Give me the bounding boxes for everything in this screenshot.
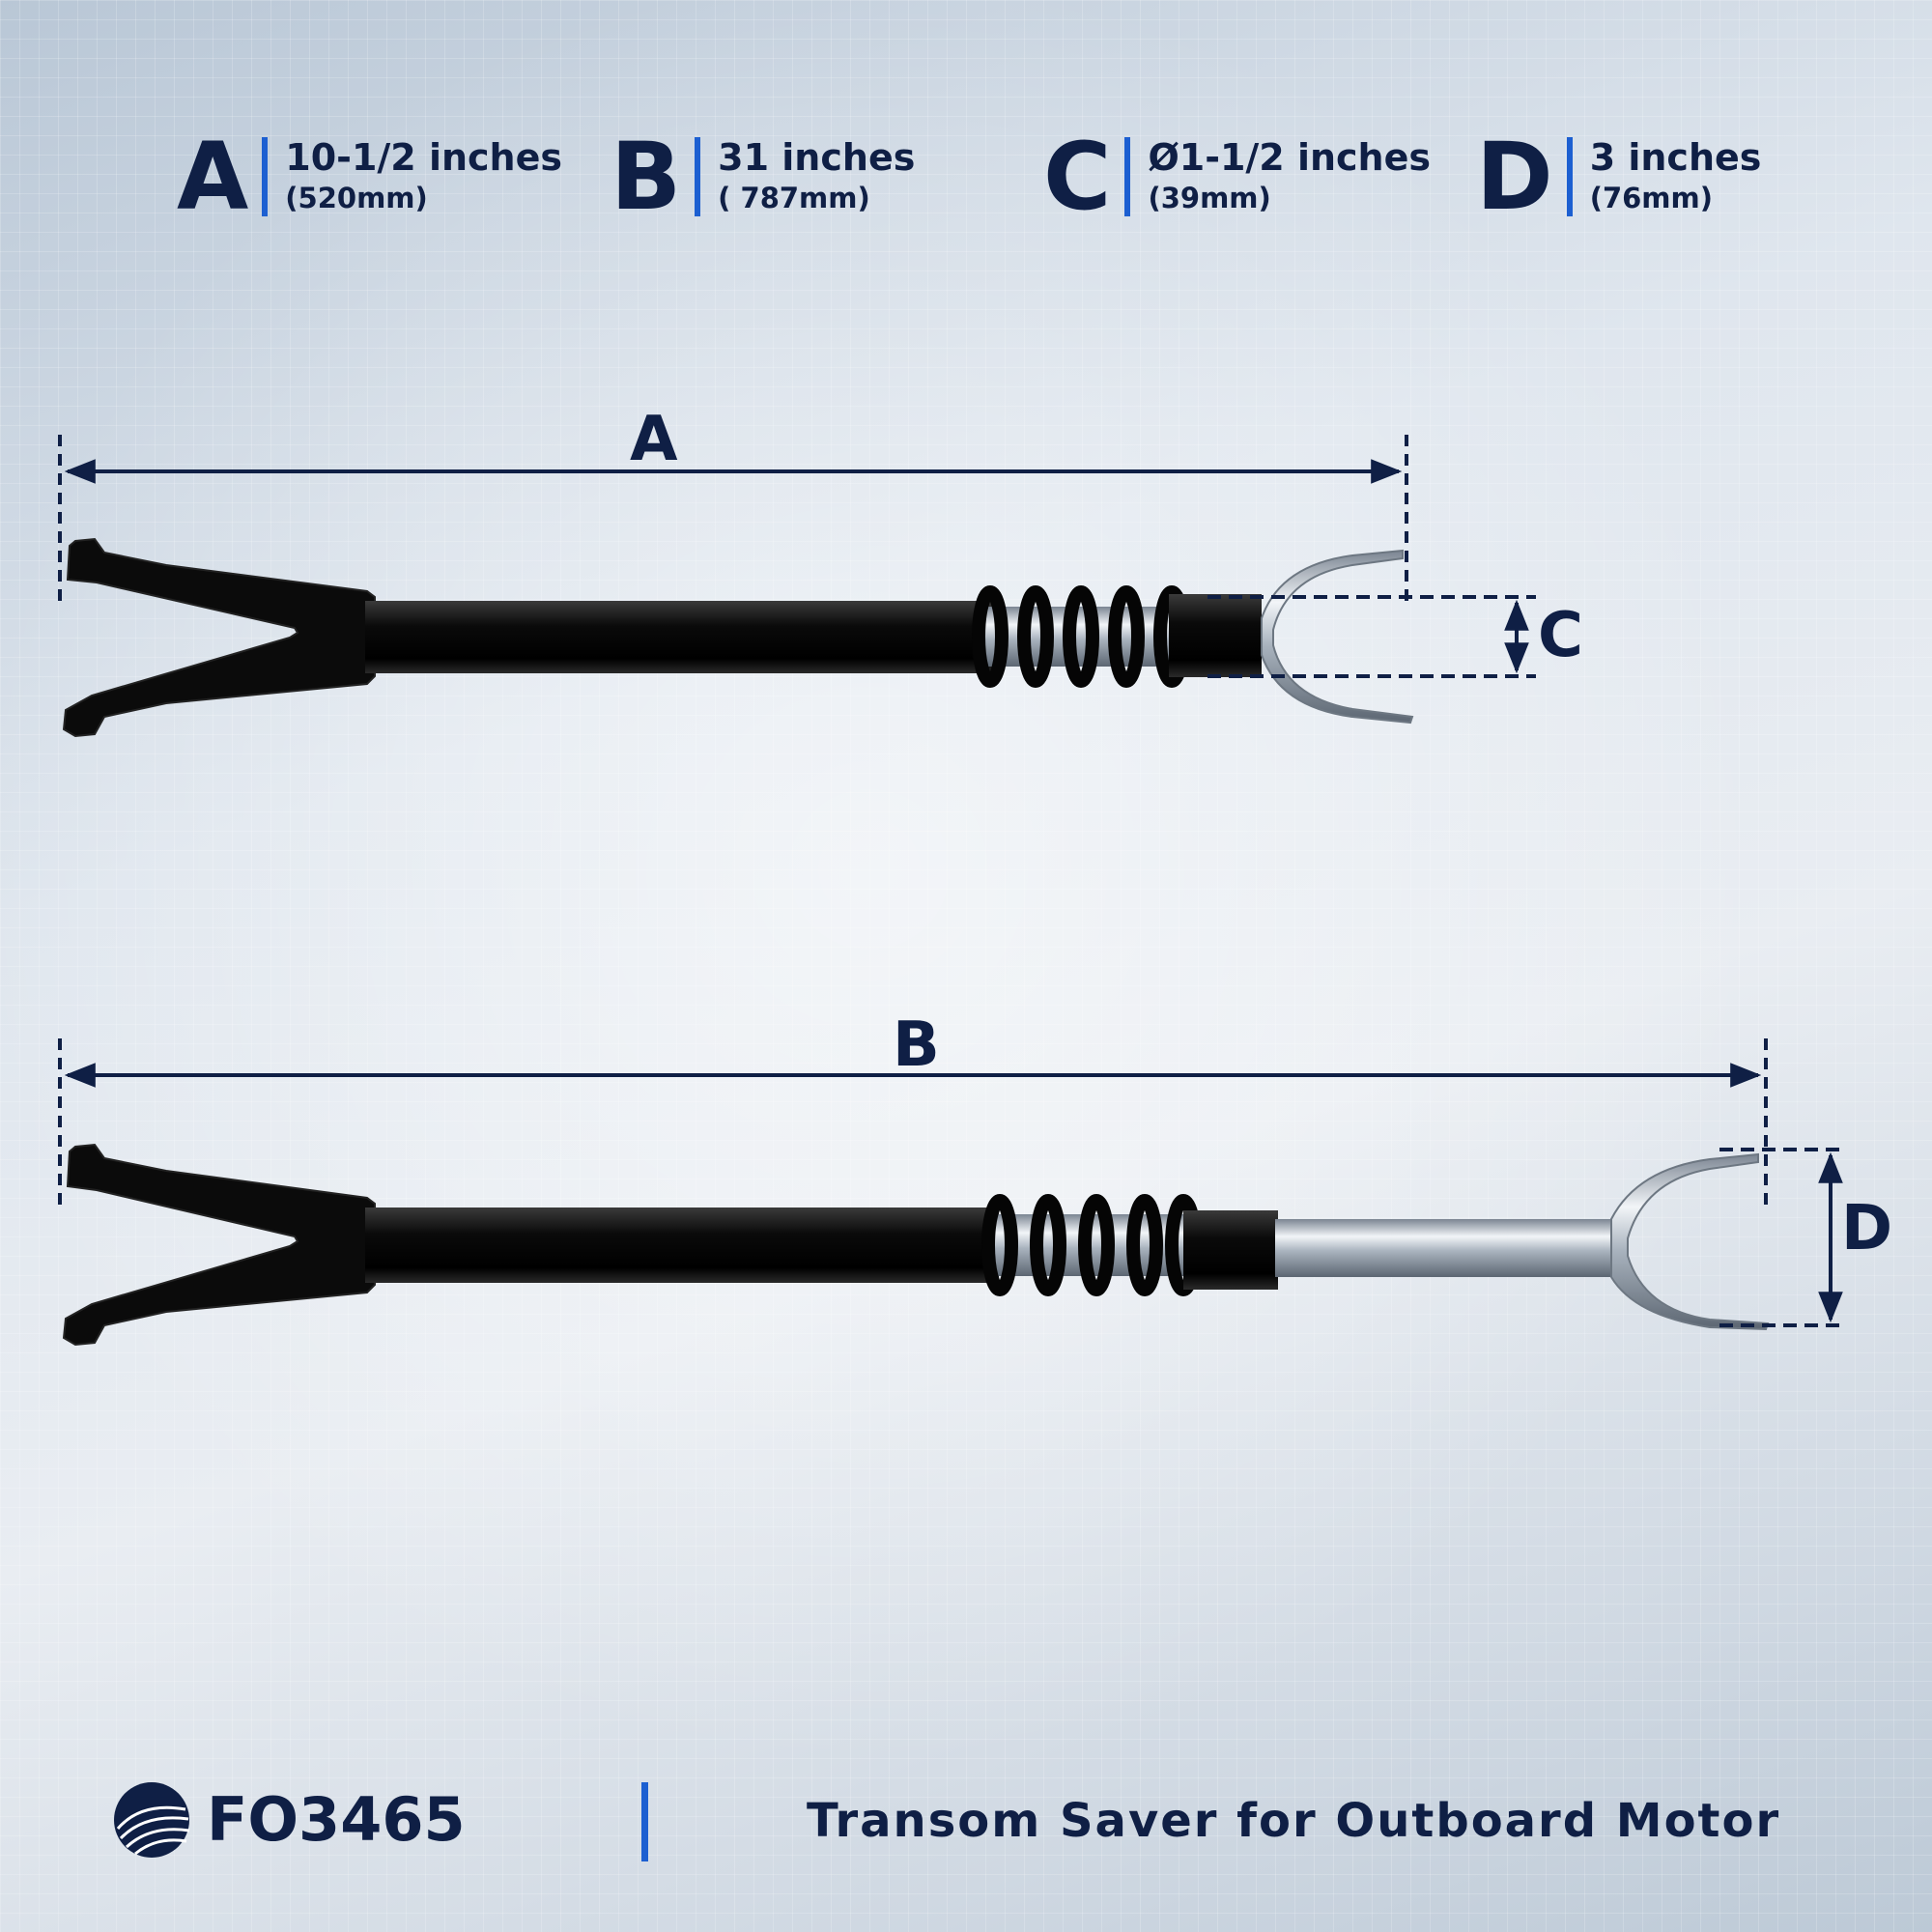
spec-a-text: 10-1/2 inches (520mm): [285, 136, 562, 217]
product-sku: FO3465: [207, 1784, 466, 1855]
spec-c-divider: [1124, 136, 1131, 216]
spec-a-divider: [262, 136, 269, 216]
spec-c-mm: (39mm): [1148, 181, 1271, 214]
black-tube-bottom: [365, 1208, 999, 1283]
spec-b-text: 31 inches ( 787mm): [718, 136, 915, 217]
spec-c-inches: Ø1-1/2 inches: [1148, 135, 1432, 179]
dim-a-label: A: [630, 404, 678, 475]
fork-bottom: [1610, 1152, 1770, 1331]
spec-b: B 31 inches ( 787mm): [611, 122, 915, 231]
spec-a-mm: (520mm): [285, 181, 428, 214]
spec-b-divider: [695, 136, 701, 216]
spec-c: C Ø1-1/2 inches (39mm): [1043, 122, 1431, 231]
spec-a: A 10-1/2 inches (520mm): [177, 122, 562, 231]
transom-saver-extended: [62, 1143, 1770, 1347]
spec-b-letter: B: [611, 122, 682, 231]
spec-b-inches: 31 inches: [718, 135, 916, 179]
dim-d-label: D: [1841, 1193, 1893, 1264]
spec-b-mm: ( 787mm): [718, 181, 870, 214]
spec-d-inches: 3 inches: [1589, 135, 1762, 179]
fork-top: [1261, 549, 1414, 724]
footer-divider: [641, 1782, 648, 1861]
spec-a-inches: 10-1/2 inches: [285, 135, 562, 179]
chrome-extension-tube: [1275, 1219, 1615, 1277]
wave-globe-logo-icon: [114, 1782, 190, 1858]
spec-d: D 3 inches (76mm): [1476, 122, 1762, 231]
spec-c-text: Ø1-1/2 inches (39mm): [1148, 136, 1431, 217]
black-tube-top: [365, 601, 995, 673]
collar-top: [1169, 594, 1262, 677]
dim-b-label: B: [893, 1009, 940, 1081]
collar-bottom: [1183, 1210, 1278, 1290]
v-yoke-top: [62, 537, 376, 738]
dim-c-label: C: [1538, 600, 1583, 671]
spec-d-text: 3 inches (76mm): [1590, 136, 1762, 217]
spec-d-divider: [1566, 136, 1573, 216]
spring-top: [972, 585, 1190, 688]
spec-d-mm: (76mm): [1589, 181, 1713, 214]
spec-a-letter: A: [177, 122, 249, 231]
v-yoke-bottom: [62, 1143, 376, 1347]
spec-d-letter: D: [1476, 122, 1553, 231]
spec-c-letter: C: [1043, 122, 1112, 231]
transom-saver-collapsed: [62, 537, 1414, 738]
product-name: Transom Saver for Outboard Motor: [807, 1794, 1781, 1848]
